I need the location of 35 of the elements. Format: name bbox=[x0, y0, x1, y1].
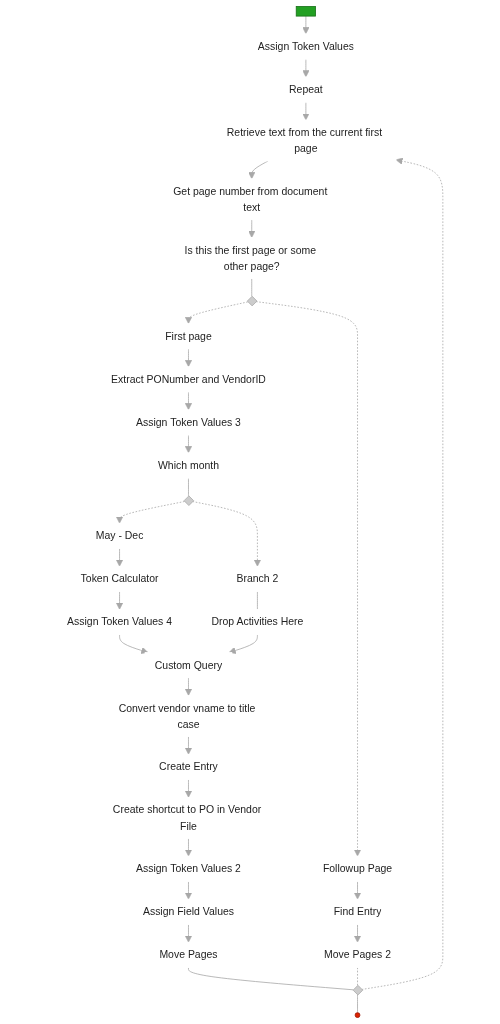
node-text: Extract PONumber and VendorID bbox=[110, 373, 266, 386]
node-text: Branch 2 bbox=[236, 572, 279, 585]
node-text: Is this the first page or some other page? bbox=[184, 243, 316, 272]
node-text: Create Entry bbox=[158, 760, 218, 773]
connector bbox=[251, 278, 252, 297]
node-text: First page bbox=[165, 330, 212, 343]
connector bbox=[187, 967, 354, 991]
node-text: Retrieve text from the current first page bbox=[226, 126, 382, 155]
node-text: Find Entry bbox=[333, 905, 382, 918]
node-text: Convert vendor vname to title case bbox=[118, 701, 256, 730]
node-text: Assign Token Values 2 bbox=[135, 862, 241, 875]
node-text: May - Dec bbox=[95, 529, 144, 542]
node-text: Token Calculator bbox=[80, 572, 159, 585]
connector bbox=[187, 477, 189, 497]
node-text: Custom Query bbox=[154, 658, 223, 671]
node-text: Assign Token Values 3 bbox=[135, 416, 241, 429]
node-text: Followup Page bbox=[322, 862, 392, 875]
connector bbox=[356, 967, 358, 986]
node-diamond bbox=[183, 495, 194, 506]
node-text: Drop Activities Here bbox=[211, 615, 304, 628]
node-text: Assign Token Values bbox=[257, 40, 354, 53]
node-text: Repeat bbox=[288, 83, 323, 96]
node-box bbox=[295, 6, 316, 17]
connector bbox=[356, 994, 358, 1014]
node-text: Move Pages 2 bbox=[323, 948, 391, 961]
node-text: Get page number from document text bbox=[173, 185, 328, 213]
node-text: Which month bbox=[157, 459, 219, 472]
node-diamond bbox=[352, 984, 363, 996]
node-diamond bbox=[246, 295, 258, 307]
node-text: Create shortcut to PO in Vendor File bbox=[112, 803, 262, 832]
node-circle bbox=[354, 1012, 361, 1018]
node-text: Assign Field Values bbox=[142, 905, 234, 918]
node-text: Assign Token Values 4 bbox=[66, 615, 172, 628]
node-text: Move Pages bbox=[159, 948, 218, 961]
connector bbox=[256, 591, 258, 610]
